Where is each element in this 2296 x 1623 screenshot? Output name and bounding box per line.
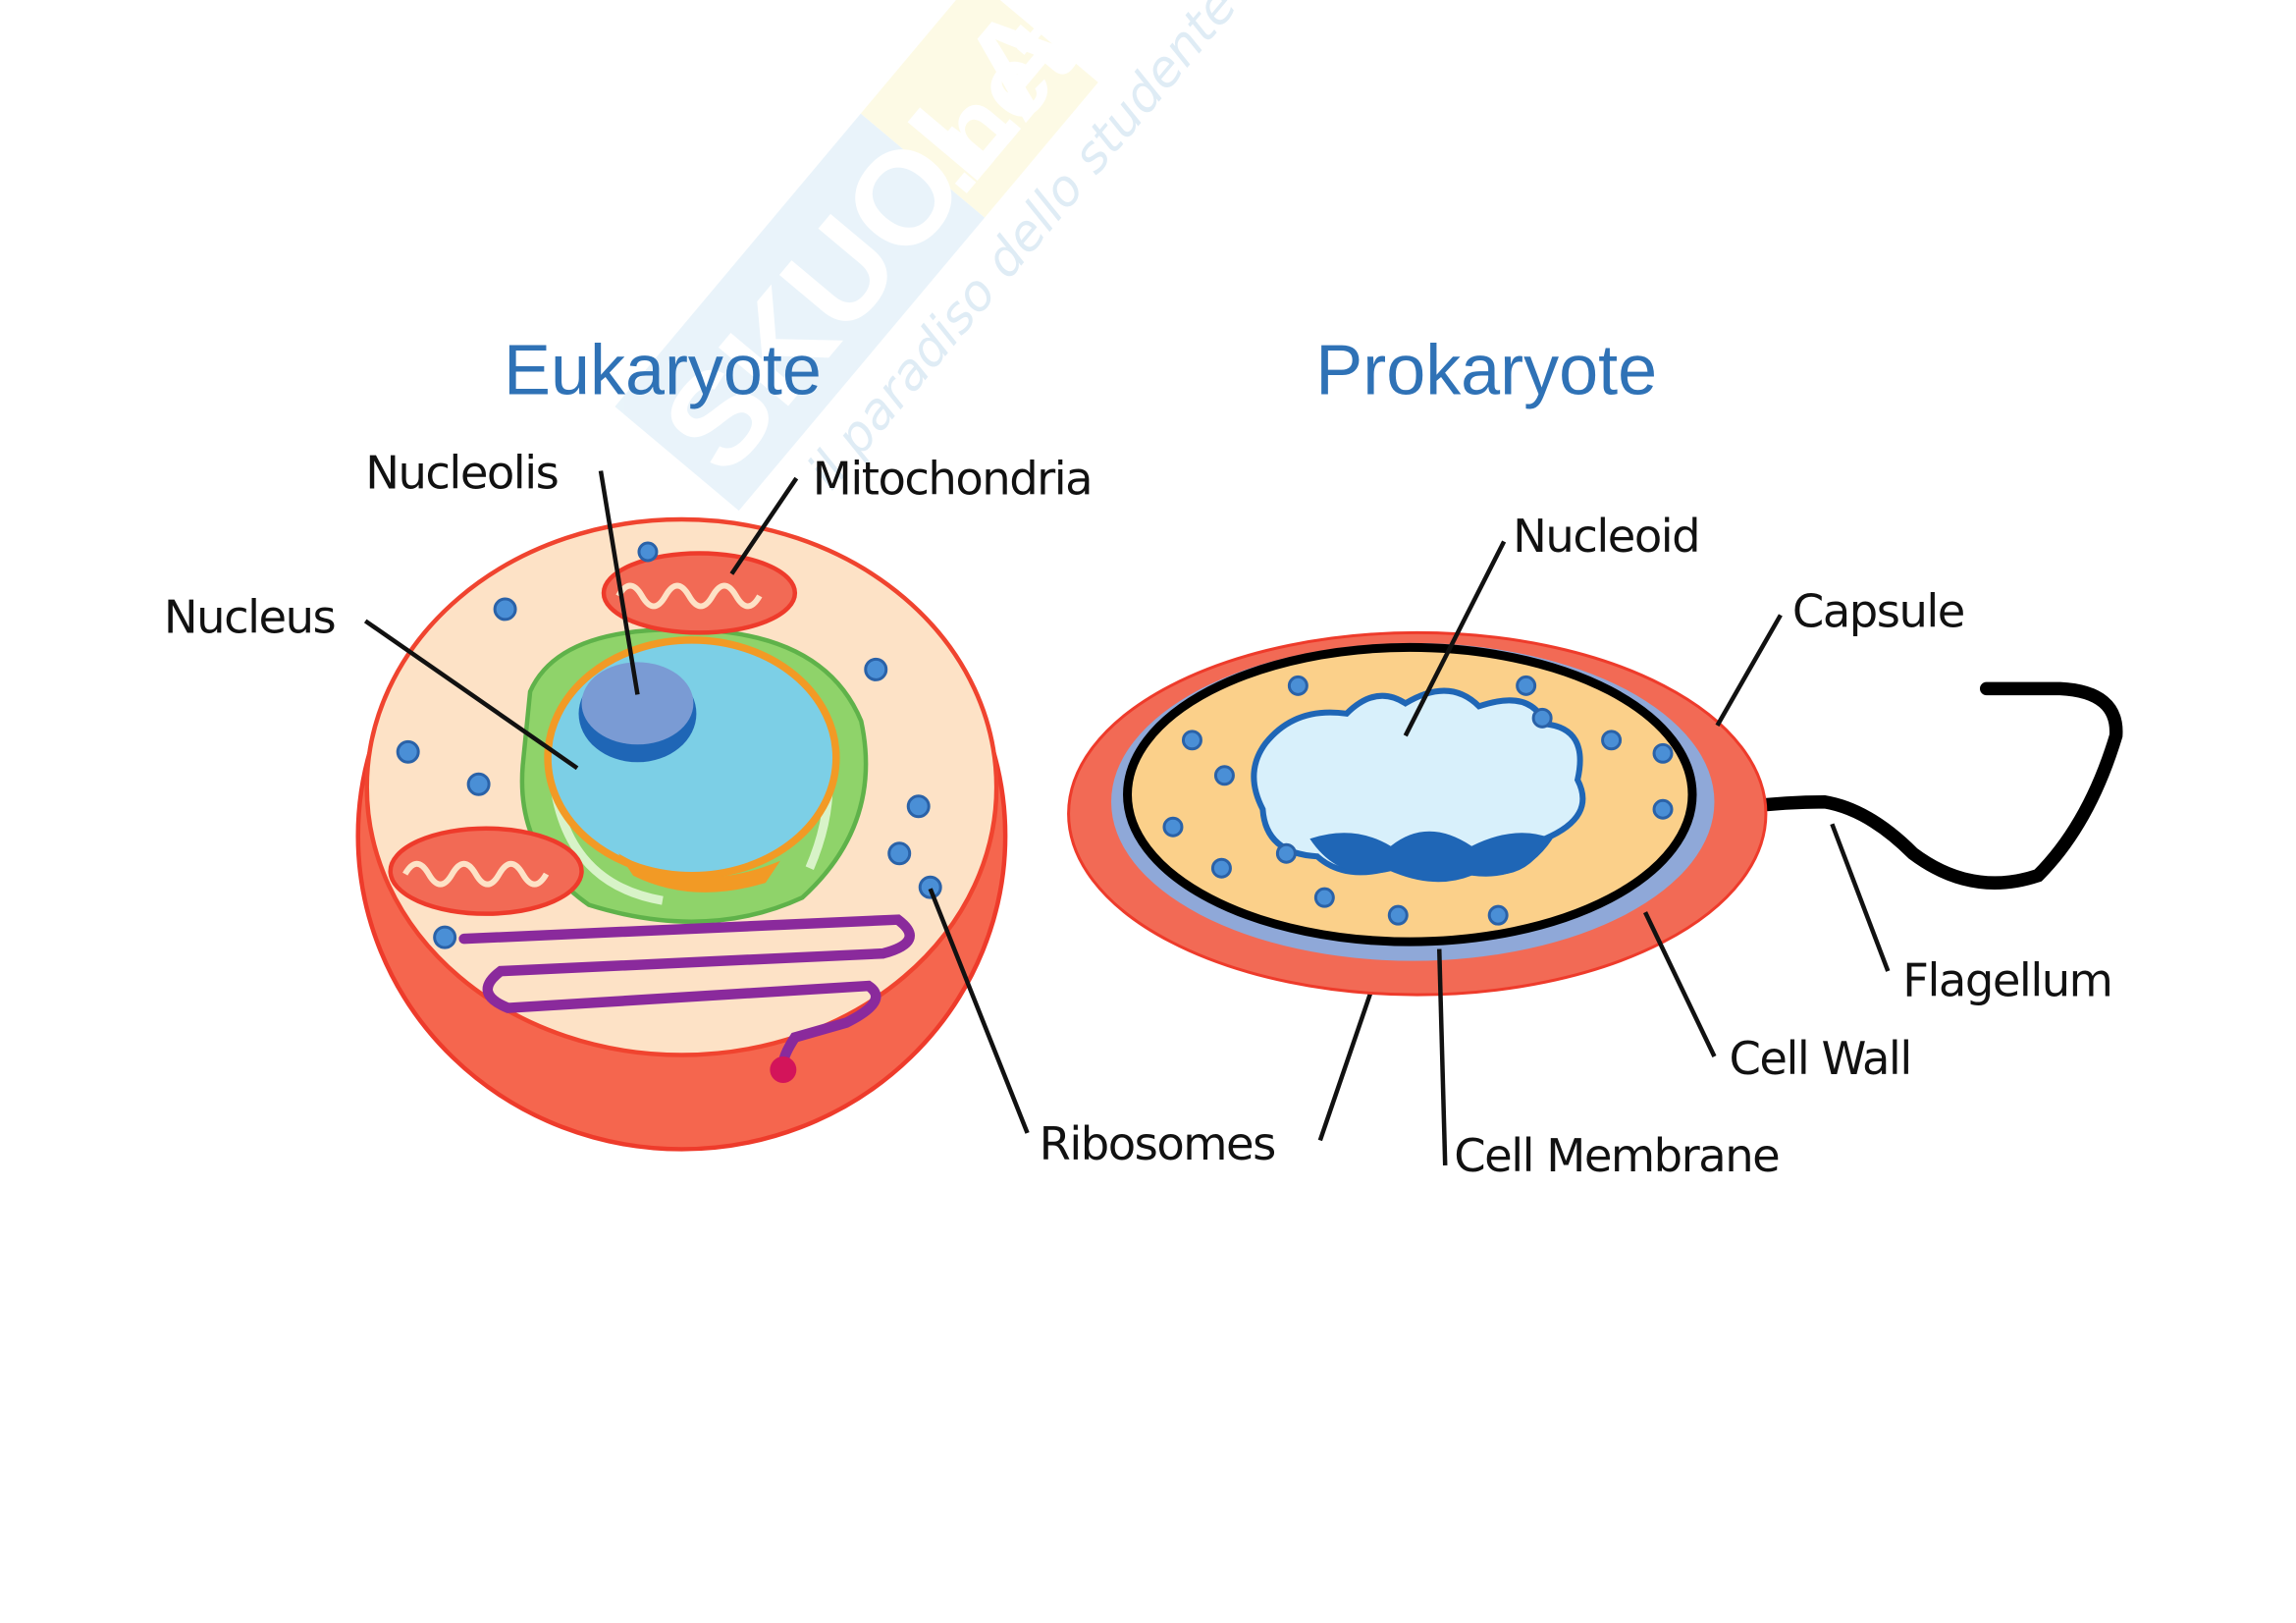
label-cell-wall: Cell Wall <box>1729 1032 1910 1085</box>
mitochondrion <box>388 826 584 916</box>
leader-line <box>1403 540 1507 737</box>
nucleolus-shape <box>581 662 694 745</box>
golgi-apparatus <box>458 914 915 1077</box>
leader-line <box>1436 948 1448 1165</box>
nucleus-shape <box>544 636 840 880</box>
ribosomes-dots <box>396 541 942 949</box>
leader-line <box>1643 911 1717 1057</box>
leader-line <box>598 470 640 695</box>
ribosomes-dots <box>1162 675 1674 926</box>
leader-line <box>1830 823 1891 972</box>
flagellum <box>1692 681 2123 890</box>
prokaryote-title: Prokaryote <box>1315 332 1657 410</box>
label-capsule: Capsule <box>1792 584 1964 637</box>
label-nucleoid: Nucleoid <box>1513 510 1699 563</box>
leader-line <box>363 619 579 771</box>
label-ribosomes: Ribosomes <box>1040 1117 1275 1170</box>
leader-line <box>928 888 1030 1134</box>
leader-line <box>1715 614 1783 727</box>
prokaryote-cell <box>1067 630 2123 997</box>
label-flagellum: Flagellum <box>1902 954 2111 1007</box>
leader-line <box>729 476 799 575</box>
label-mitochondria: Mitochondria <box>813 453 1092 506</box>
label-nucleolis: Nucleolis <box>365 447 558 500</box>
mitochondrion <box>601 551 798 635</box>
nucleoid-shape <box>1251 687 1586 882</box>
eukaryote-cell <box>355 516 1008 1152</box>
label-nucleus: Nucleus <box>164 590 335 643</box>
label-cell-membrane: Cell Membrane <box>1454 1129 1779 1182</box>
eukaryote-title: Eukaryote <box>504 332 822 410</box>
